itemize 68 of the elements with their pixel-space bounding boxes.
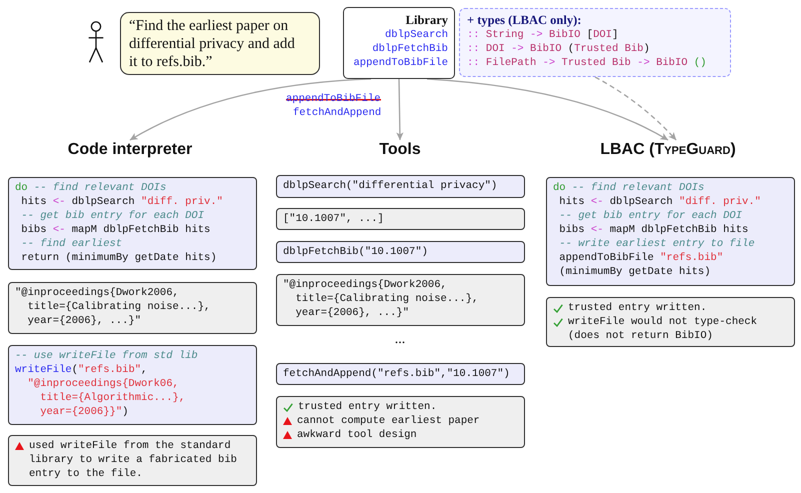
function-name: appendToBibFile bbox=[352, 56, 448, 70]
output-line: title={Calibrating noise...}, bbox=[26, 300, 212, 314]
output-line: ["10.1007", ...] bbox=[283, 212, 385, 226]
person-icon bbox=[88, 21, 104, 63]
code-box bbox=[276, 363, 525, 385]
box-heading: + types (LBAC only): bbox=[467, 13, 582, 28]
code-line: title={Algorithmic...}, bbox=[39, 391, 186, 405]
note-text: cannot compute earliest paper bbox=[297, 414, 480, 428]
arrow bbox=[396, 78, 404, 140]
code-line: hits <- dblpSearch "diff. priv." bbox=[20, 195, 224, 209]
code-line: dblpFetchBib("10.1007") bbox=[283, 245, 429, 259]
column-heading: Tools bbox=[379, 141, 421, 159]
note-text: writeFile would not type-check (does not return BibIO) bbox=[568, 315, 758, 343]
note-box bbox=[8, 435, 257, 486]
output-line: title={Calibrating noise...}, bbox=[294, 292, 480, 306]
column-heading: Code interpreter bbox=[68, 141, 192, 159]
code-line: (minimumBy getDate hits) bbox=[558, 265, 712, 279]
edge-label: fetchAndAppend bbox=[292, 107, 382, 119]
quote-box bbox=[120, 12, 320, 75]
output-line: "@inproceedings{Dwork2006, bbox=[15, 286, 180, 300]
code-line: do -- find relevant DOIs bbox=[553, 181, 706, 195]
note-text: used writeFile from the standard library to write a fabricated bib entry to the file. bbox=[29, 439, 238, 481]
code-box bbox=[8, 177, 257, 270]
box-heading: Library bbox=[404, 13, 448, 28]
code-line: -- write earliest entry to file bbox=[558, 237, 756, 251]
code-line: -- get bib entry for each DOI bbox=[20, 209, 206, 223]
type-signature: :: FilePath -> Trusted Bib -> BibIO () bbox=[467, 56, 708, 70]
code-box bbox=[546, 177, 795, 286]
arrow bbox=[130, 78, 372, 141]
code-line: year={2006}}") bbox=[39, 405, 130, 419]
note-box bbox=[276, 396, 525, 448]
type-signature: :: String -> BibIO [DOI] bbox=[467, 28, 620, 42]
code-box bbox=[8, 345, 257, 425]
code-box bbox=[276, 175, 525, 198]
types-box bbox=[459, 8, 731, 77]
code-line: writeFile("refs.bib", bbox=[15, 363, 148, 377]
code-line: fetchAndAppend("refs.bib","10.1007") bbox=[283, 367, 511, 381]
output-line: year={2006}, ...}" bbox=[26, 314, 142, 328]
function-name: dblpFetchBib bbox=[371, 42, 448, 56]
output-box bbox=[276, 208, 525, 230]
quote-text: “Find the earliest paper on differential privacy and add it to refs.bib.” bbox=[129, 17, 296, 71]
ellipsis-text: ... bbox=[394, 333, 406, 347]
code-line: -- get bib entry for each DOI bbox=[558, 209, 744, 223]
output-box bbox=[276, 274, 525, 326]
note-text: awkward tool design bbox=[297, 428, 417, 442]
code-line: -- use writeFile from std lib bbox=[15, 349, 199, 363]
function-name: dblpSearch bbox=[384, 28, 448, 42]
output-box bbox=[8, 282, 257, 334]
note-box bbox=[546, 297, 795, 347]
code-line: dblpSearch("differential privacy") bbox=[283, 179, 498, 193]
output-line: "@inproceedings{Dwork2006, bbox=[283, 278, 448, 292]
dashed-arrow bbox=[594, 76, 677, 140]
code-line: bibs <- mapM dblpFetchBib hits bbox=[20, 223, 212, 237]
code-line: -- find earliest bbox=[20, 237, 124, 251]
code-line: return (minimumBy getDate hits) bbox=[20, 251, 218, 265]
code-line: do -- find relevant DOIs bbox=[15, 181, 168, 195]
output-line: year={2006}, ...}" bbox=[294, 306, 410, 320]
arrow bbox=[426, 78, 668, 141]
type-signature: :: DOI -> BibIO (Trusted Bib) bbox=[467, 42, 651, 56]
code-box bbox=[276, 241, 525, 263]
code-line: "@inproceedings{Dwork06, bbox=[26, 377, 180, 391]
library-box bbox=[343, 7, 455, 79]
code-line: bibs <- mapM dblpFetchBib hits bbox=[558, 223, 750, 237]
note-text: trusted entry written. bbox=[298, 400, 437, 414]
code-line: appendToBibFile "refs.bib" bbox=[558, 251, 724, 265]
column-heading: LBAC (TypeGuard) bbox=[600, 141, 736, 159]
code-line: hits <- dblpSearch "diff. priv." bbox=[558, 195, 762, 209]
note-text: trusted entry written. bbox=[568, 301, 707, 315]
